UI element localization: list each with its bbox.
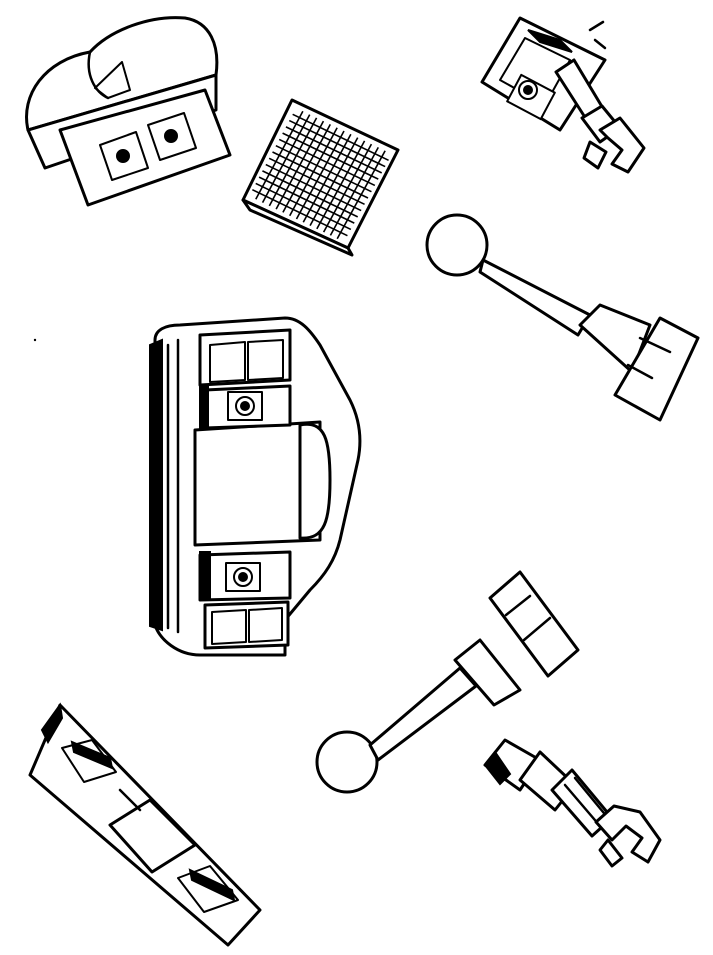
grille-mesh-line [262,170,359,218]
grille-mesh-line [309,137,359,226]
helmet-pod-icon [25,16,232,207]
robot-arm-icon [480,16,646,174]
grille-mesh-line [329,147,379,236]
robot-arm-icon [483,738,662,868]
grille-mesh-line [336,150,386,240]
antenna-lamp-icon [315,570,580,794]
grille-mesh-line [252,188,348,237]
grille-mesh-line [316,140,366,230]
grille-panel-icon [241,98,400,257]
grille-mesh-line [265,163,362,212]
antenna-lamp-icon [425,213,700,422]
ink-speck [33,338,37,342]
grille-mesh-line [272,151,369,199]
robot-torso-icon [149,316,362,657]
grille-mesh-line [302,133,352,223]
control-panel-icon [28,702,262,947]
grille-mesh-line [258,176,355,224]
grille-mesh-line [255,182,352,231]
grille-mesh-line [268,157,365,206]
grille-mesh-line [322,143,373,233]
